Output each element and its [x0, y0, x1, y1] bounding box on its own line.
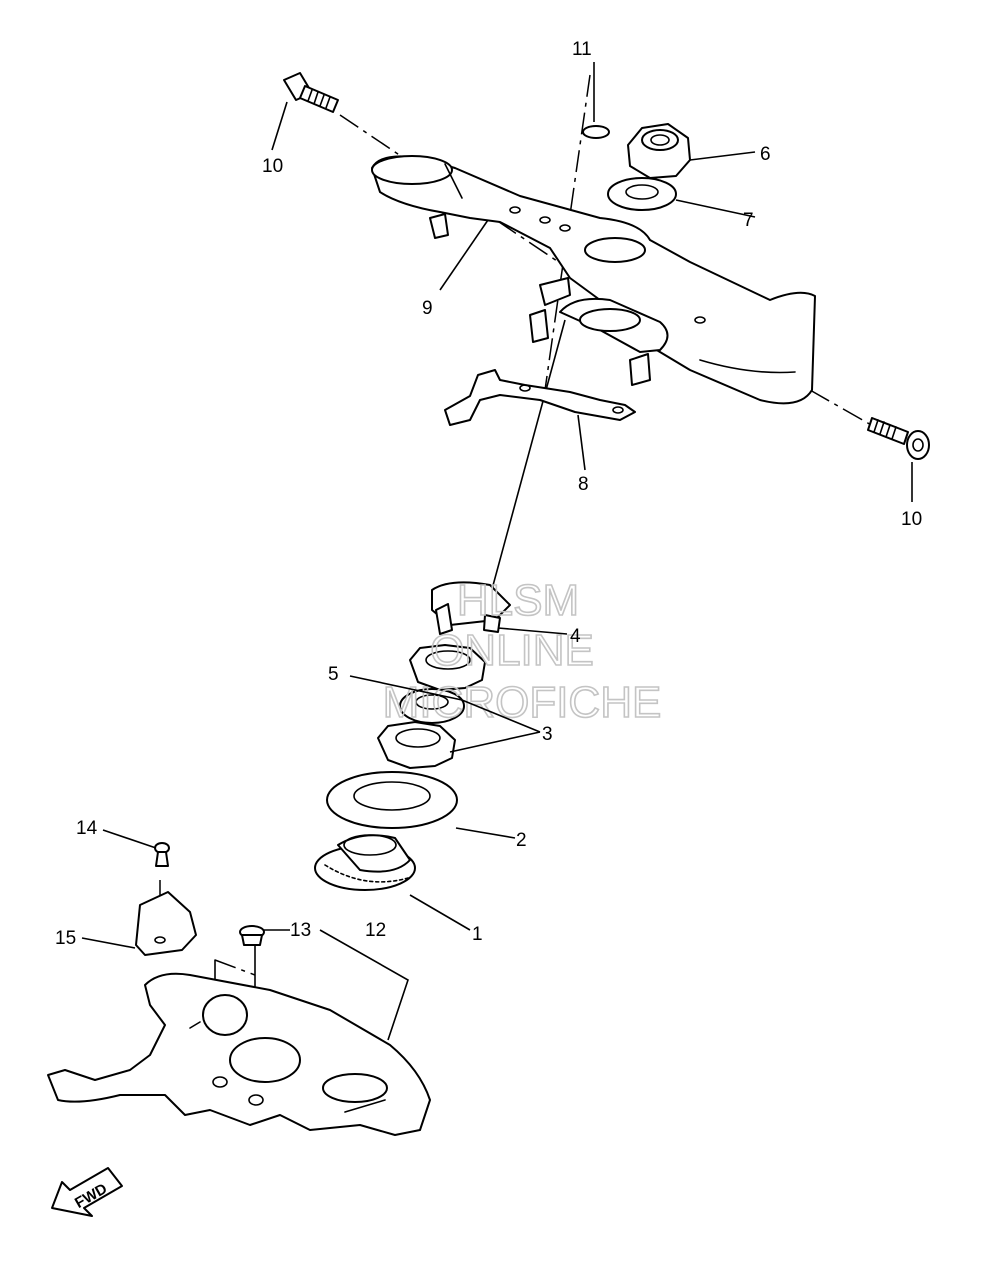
callout-2: 2: [516, 830, 527, 851]
callout-8: 8: [578, 474, 589, 495]
watermark-line-3: MICROFICHE: [383, 678, 662, 727]
callout-10-upper: 10: [262, 156, 283, 177]
bolt-right: [867, 417, 930, 460]
callout-1: 1: [472, 924, 483, 945]
watermark: HLSM ONLINE MICROFICHE: [382, 575, 662, 728]
callout-10-right: 10: [901, 509, 922, 530]
callout-12: 12: [365, 920, 386, 941]
bearing: [314, 834, 416, 891]
callout-9: 9: [422, 298, 433, 319]
callout-15: 15: [55, 928, 76, 949]
ring-nut-upper: [409, 644, 486, 691]
callout-14: 14: [76, 818, 98, 839]
callout-7: 7: [743, 210, 754, 231]
crown-nut: [627, 123, 691, 179]
leader-lines: [81, 62, 913, 1041]
bearing-cover: [326, 771, 458, 829]
callout-11: 11: [572, 39, 592, 60]
upper-bracket: [371, 155, 816, 405]
ring-nut-lower: [377, 721, 456, 769]
bolt-upper-left: [283, 72, 339, 113]
lower-cover: [47, 972, 431, 1136]
forward-arrow-icon: FWD: [51, 1167, 123, 1217]
o-ring: [582, 125, 610, 139]
rivet: [154, 842, 170, 867]
stem-cap: [431, 581, 511, 635]
collar: [239, 925, 265, 946]
callouts: 10 11 6 7 9 8 10 4 5 3 2 1 14 15 13 12: [55, 39, 922, 949]
callout-6: 6: [760, 144, 771, 165]
washer: [607, 177, 677, 211]
watermark-line-2: ONLINE: [430, 626, 594, 675]
callout-3: 3: [542, 724, 553, 745]
watermark-line-1: HLSM: [457, 576, 579, 625]
callout-4: 4: [570, 626, 581, 647]
bracket-plate: [444, 369, 636, 426]
callout-5: 5: [328, 664, 339, 685]
callout-13: 13: [290, 920, 311, 941]
side-bracket: [135, 891, 197, 956]
